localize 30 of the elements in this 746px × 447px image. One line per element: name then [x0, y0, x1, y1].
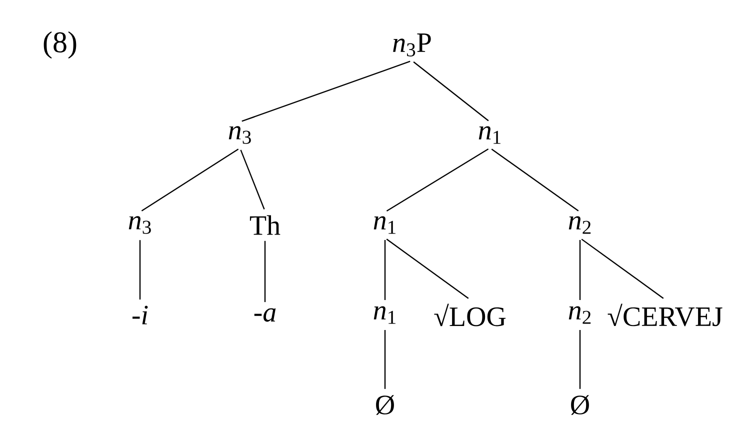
tree-branch — [264, 240, 266, 302]
tree-branch — [579, 240, 581, 300]
tree-branch — [141, 148, 239, 212]
tree-label: -a — [254, 308, 276, 322]
tree-branch — [386, 238, 469, 299]
tree-label: n$_{3}$P — [393, 34, 431, 56]
tree-label: n$_{1}$ — [478, 126, 500, 144]
tree-label: n$_{1}$ — [374, 216, 396, 234]
tree-branch — [240, 150, 265, 210]
tree-label: n$_{2}$ — [568, 306, 591, 324]
tree-branch — [579, 330, 581, 389]
tree-label: Ø — [376, 395, 394, 415]
tree-label: Th — [250, 215, 280, 235]
tree-label: √LOG — [434, 304, 506, 326]
tree-branch — [386, 148, 489, 212]
tree-branch — [242, 60, 410, 122]
tree-branch — [384, 240, 386, 300]
tree-branch — [581, 238, 664, 299]
tree-label: -i — [132, 306, 148, 324]
tree-label: n$_{3}$ — [128, 216, 151, 234]
tree-branch — [384, 330, 386, 389]
tree-branch — [413, 61, 489, 122]
tree-branch — [139, 240, 141, 300]
tree-label: n$_{2}$ — [568, 216, 591, 234]
tree-label: n$_{1}$ — [374, 306, 396, 324]
tree-label: n$_{3}$ — [228, 126, 251, 144]
tree-branch — [491, 148, 579, 212]
tree-label: Ø — [571, 395, 589, 415]
tree-label: √CERVEJ — [608, 304, 722, 326]
example-number: (8) — [44, 31, 76, 59]
